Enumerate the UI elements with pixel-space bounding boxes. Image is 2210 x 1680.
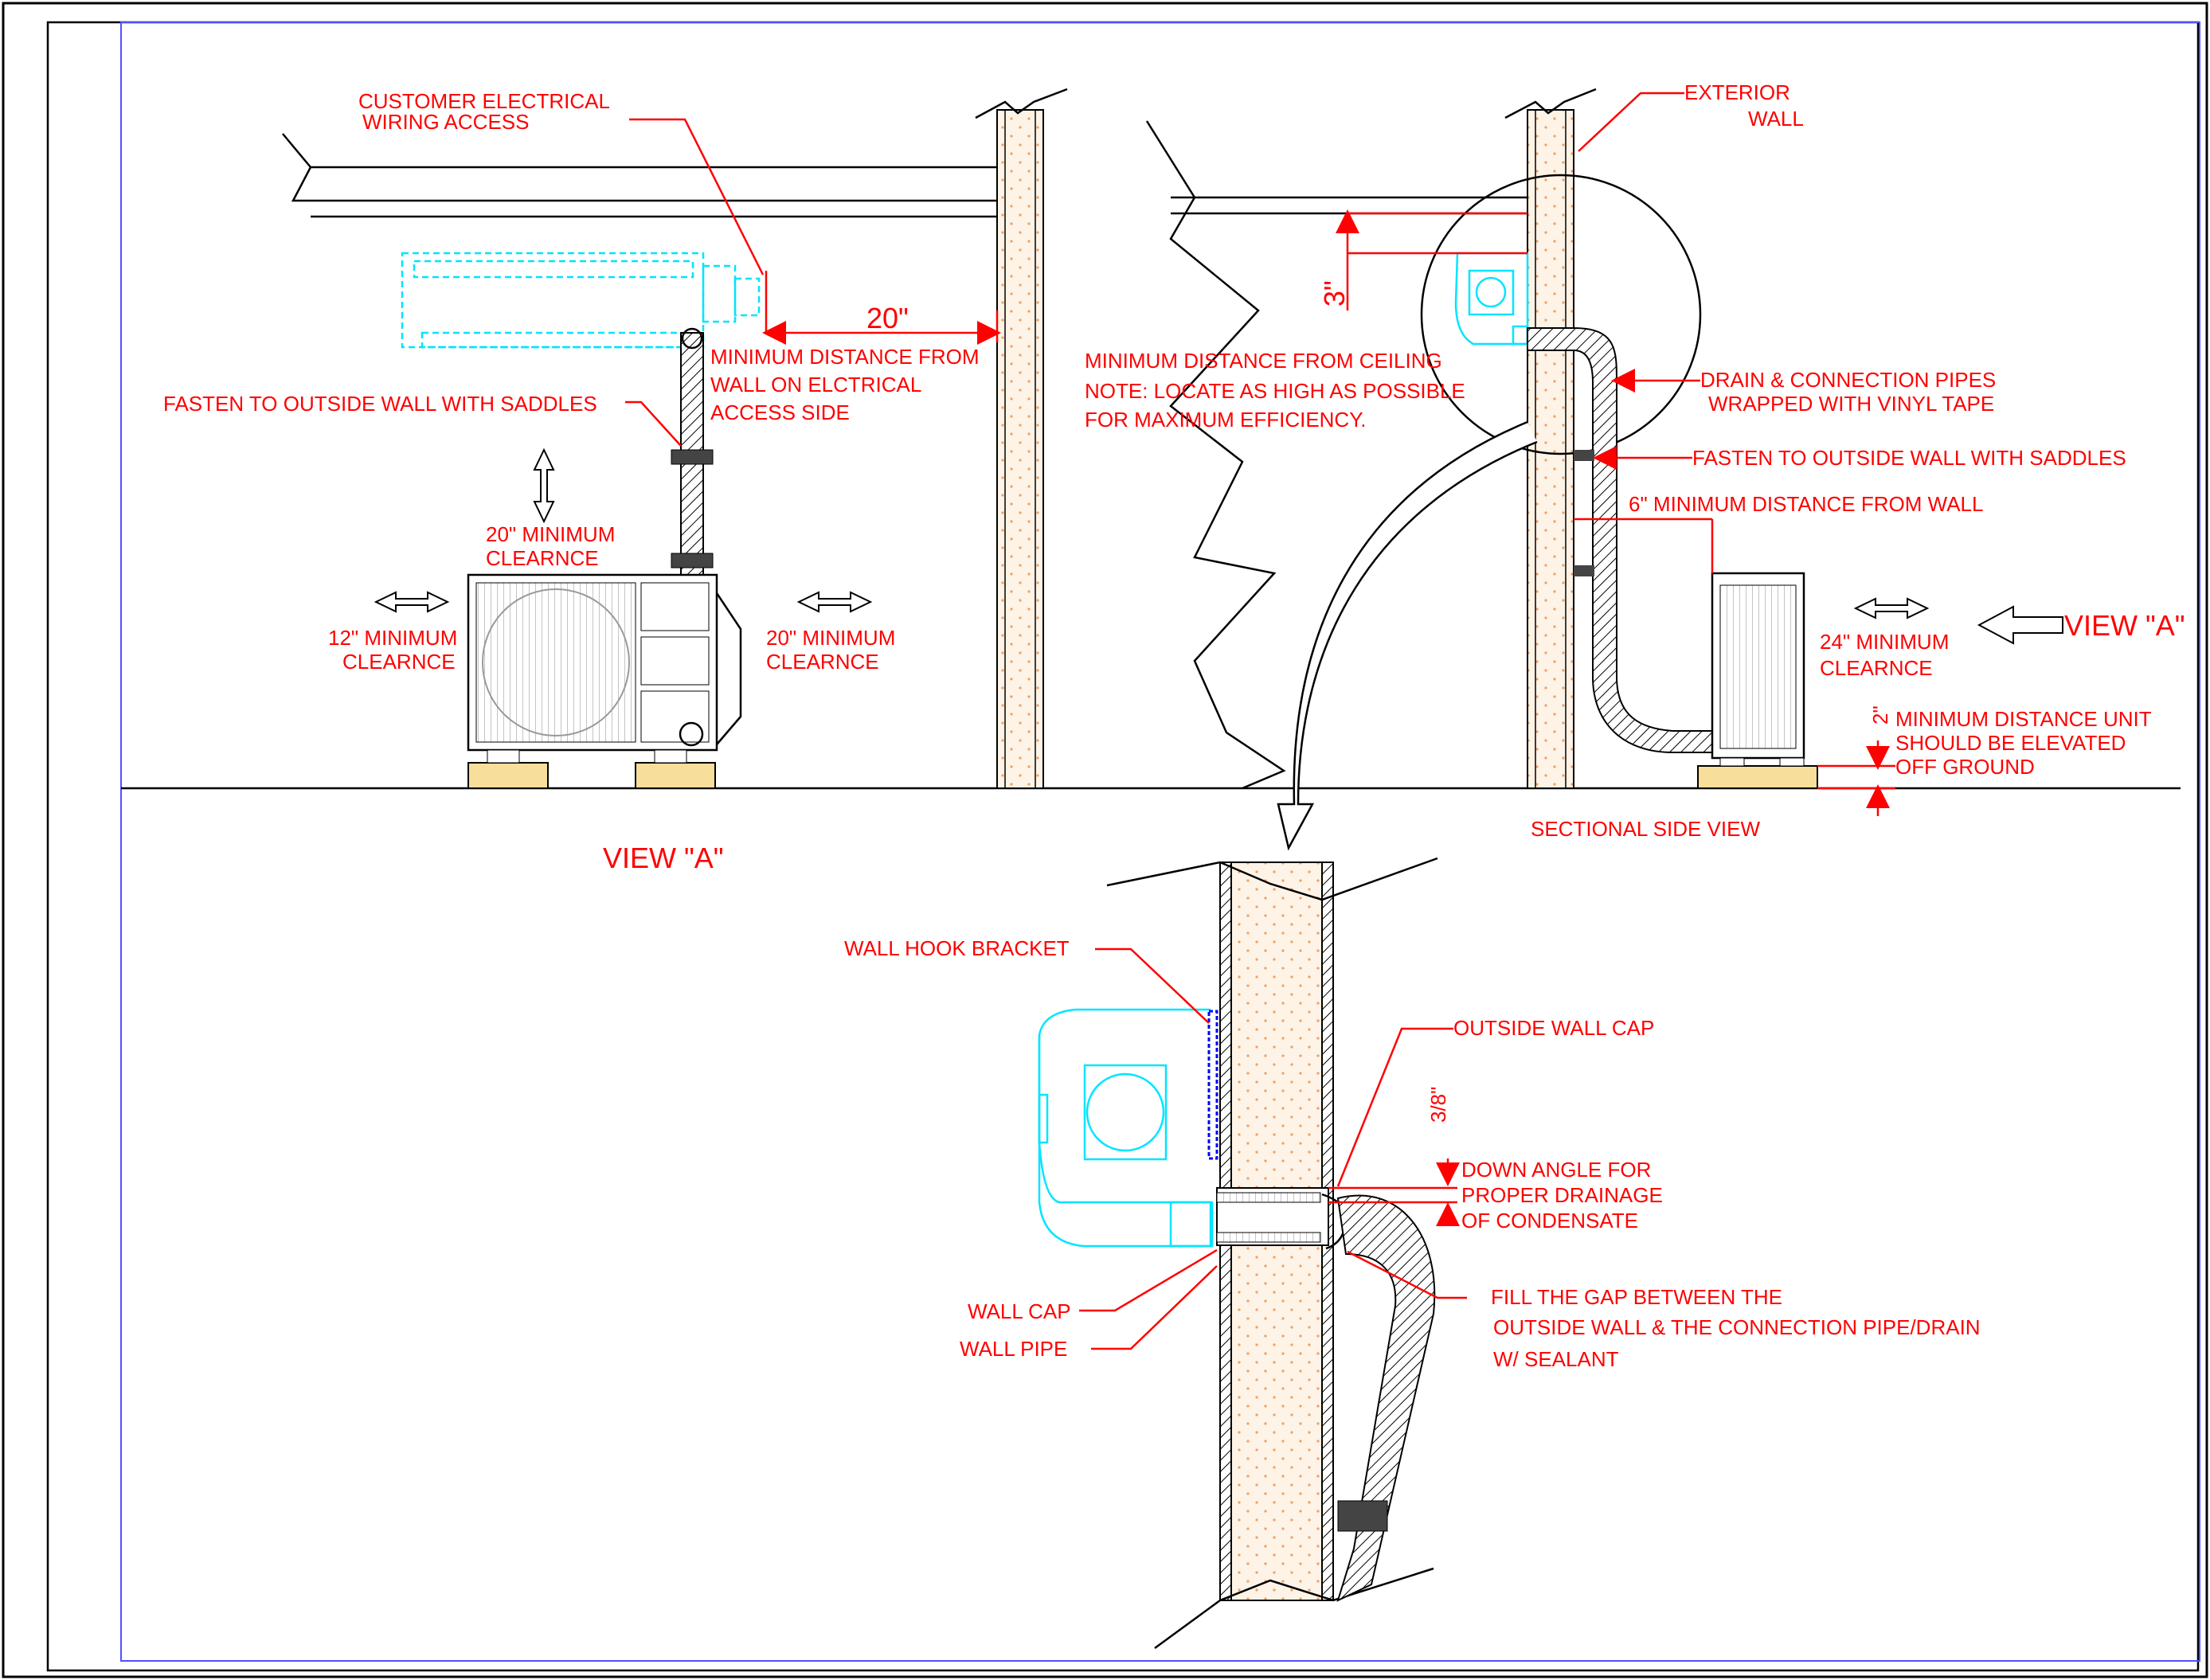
dim-2: 2" — [1868, 705, 1892, 725]
label-wall-cap: WALL CAP — [968, 1299, 1071, 1323]
clearance-arrow-right — [796, 591, 873, 613]
clearance-arrow-up — [533, 447, 555, 524]
label-customer-electrical-2: WIRING ACCESS — [362, 110, 529, 134]
label-fill-gap-3: W/ SEALANT — [1493, 1347, 1619, 1371]
wall-section-right — [1527, 109, 1574, 789]
label-fill-gap-2: OUTSIDE WALL & THE CONNECTION PIPE/DRAIN — [1493, 1315, 1981, 1339]
label-min-elevated-2: SHOULD BE ELEVATED — [1895, 731, 2126, 755]
detail-circle — [1420, 174, 1702, 455]
label-fill-gap-1: FILL THE GAP BETWEEN THE — [1491, 1285, 1782, 1309]
indoor-unit-detail — [1038, 1008, 1212, 1248]
label-view-a-left: VIEW "A" — [603, 842, 724, 874]
blue-border — [120, 21, 2200, 1662]
label-clear-20-right-1: 20" MINIMUM — [766, 626, 895, 650]
label-wall-hook-bracket: WALL HOOK BRACKET — [844, 936, 1070, 960]
label-drain-pipes-2: WRAPPED WITH VINYL TAPE — [1708, 392, 1994, 416]
label-clear-20-top-1: 20" MINIMUM — [486, 522, 615, 546]
clearance-arrow-left — [374, 591, 450, 613]
label-down-angle-2: PROPER DRAINAGE — [1461, 1183, 1663, 1207]
detail-view — [1038, 857, 1467, 1650]
pad-left-1 — [467, 762, 549, 789]
label-customer-electrical-1: CUSTOMER ELECTRICAL — [358, 89, 610, 113]
label-min-ceiling-1: MINIMUM DISTANCE FROM CEILING — [1085, 349, 1442, 373]
label-clear-12-1: 12" MINIMUM — [328, 626, 457, 650]
label-down-angle-3: OF CONDENSATE — [1461, 1209, 1638, 1233]
detail-arrow — [1277, 420, 1538, 851]
label-min-ceiling-2: NOTE: LOCATE AS HIGH AS POSSIBLE — [1085, 379, 1465, 403]
label-down-angle-1: DOWN ANGLE FOR — [1461, 1158, 1651, 1182]
label-exterior-wall-2: WALL — [1748, 107, 1804, 131]
clearance-arrow-24 — [1853, 597, 1930, 619]
label-clear-12-2: CLEARNCE — [342, 650, 456, 674]
dim-20: 20" — [866, 302, 909, 334]
pad-right — [1697, 765, 1818, 789]
dim-3-8: 3/8" — [1426, 1087, 1450, 1123]
view-a-left — [121, 88, 1163, 790]
drawing-frame — [46, 21, 2200, 1672]
label-min-elevated-1: MINIMUM DISTANCE UNIT — [1895, 707, 2152, 731]
label-clear-24-1: 24" MINIMUM — [1820, 630, 1949, 654]
label-clear-24-2: CLEARNCE — [1820, 656, 1933, 680]
wall-hook-bracket — [1207, 1010, 1218, 1160]
indoor-unit-small — [1454, 252, 1529, 346]
sectional-side-view — [1145, 88, 2181, 851]
label-fasten-left: FASTEN TO OUTSIDE WALL WITH SADDLES — [163, 392, 597, 416]
label-min-ceiling-3: FOR MAXIMUM EFFICIENCY. — [1085, 408, 1366, 432]
drain-pipe-detail — [1336, 1194, 1436, 1602]
label-exterior-wall-1: EXTERIOR — [1684, 80, 1790, 104]
label-min-distance-1: MINIMUM DISTANCE FROM — [710, 345, 980, 369]
label-fasten-right: FASTEN TO OUTSIDE WALL WITH SADDLES — [1692, 446, 2126, 470]
label-clear-20-top-2: CLEARNCE — [486, 546, 599, 570]
label-view-a-right: VIEW "A" — [2064, 609, 2185, 642]
dim-3: 3" — [1318, 280, 1351, 307]
label-drain-pipes-1: DRAIN & CONNECTION PIPES — [1700, 368, 1996, 392]
label-min-distance-2: WALL ON ELCTRICAL — [710, 373, 921, 397]
label-sectional-side-view: SECTIONAL SIDE VIEW — [1531, 817, 1760, 841]
label-min-distance-3: ACCESS SIDE — [710, 400, 850, 424]
label-wall-pipe: WALL PIPE — [960, 1337, 1067, 1361]
label-clear-20-right-2: CLEARNCE — [766, 650, 879, 674]
view-a-arrow — [1977, 605, 2063, 645]
wall-section-left — [996, 109, 1044, 789]
pad-left-2 — [635, 762, 716, 789]
label-min-6: 6" MINIMUM DISTANCE FROM WALL — [1629, 492, 1983, 516]
label-outside-wall-cap: OUTSIDE WALL CAP — [1453, 1016, 1654, 1040]
label-min-elevated-3: OFF GROUND — [1895, 755, 2035, 779]
